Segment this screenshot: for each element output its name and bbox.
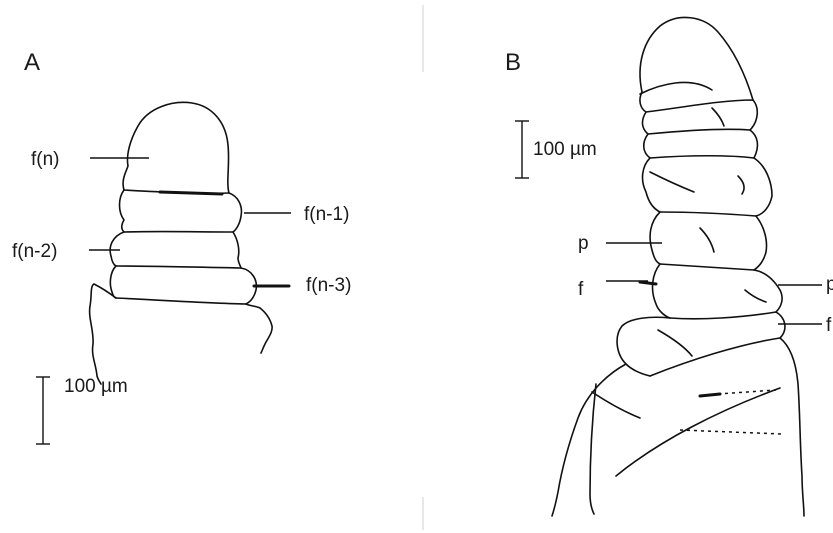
segment-b2 <box>644 130 758 158</box>
segment-b3 <box>643 158 772 216</box>
label-f-right: f <box>826 315 832 336</box>
segment-b4 <box>650 212 766 270</box>
label-f-n-3: f(n-3) <box>306 275 351 296</box>
base-left <box>552 364 626 516</box>
segment-f-n <box>123 102 229 193</box>
base-right <box>780 338 804 516</box>
label-f-left: f <box>578 279 584 300</box>
panel-a-letter: A <box>24 49 40 76</box>
scale-bar-b-label: 100 µm <box>533 139 597 160</box>
panel-b-drawing <box>552 17 804 516</box>
segment-f-n-2 <box>110 232 241 268</box>
segment-b6 <box>617 312 785 376</box>
scale-bar-b <box>515 121 529 178</box>
label-f-n-1: f(n-1) <box>304 204 349 225</box>
scale-bar-a <box>36 377 50 444</box>
label-p-right: p <box>826 274 833 295</box>
label-f-n: f(n) <box>31 149 60 170</box>
segment-b5 <box>653 264 783 318</box>
stalk-right <box>246 304 272 353</box>
panel-b-letter: B <box>505 49 521 76</box>
label-p-left: p <box>578 233 589 254</box>
panel-a-drawing <box>90 102 289 384</box>
scale-bar-a-label: 100 µm <box>64 376 128 397</box>
stalk-left <box>90 284 116 384</box>
segment-f-n-1 <box>120 190 242 232</box>
label-f-n-2: f(n-2) <box>12 241 57 262</box>
